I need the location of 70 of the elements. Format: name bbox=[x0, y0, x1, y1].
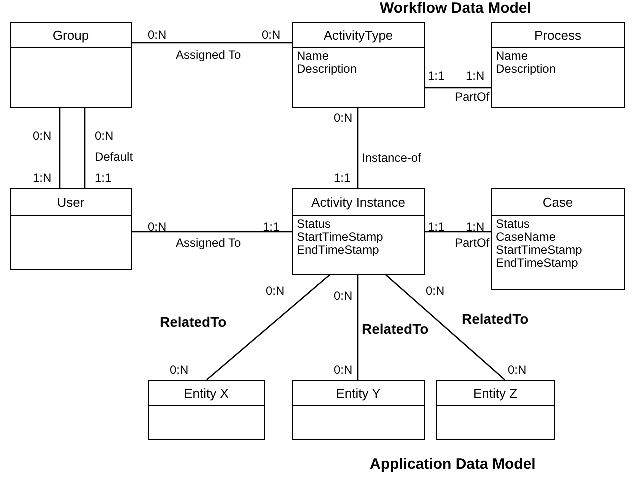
diagram-caption: Application Data Model bbox=[370, 456, 536, 473]
attribute-text: Description bbox=[297, 63, 358, 76]
cardinality-label: 0:N bbox=[334, 112, 353, 125]
cardinality-label: 0:N bbox=[508, 364, 527, 377]
cardinality-label: 0:N bbox=[170, 364, 189, 377]
cardinality-label: 0:N bbox=[426, 285, 445, 298]
attribute-text: Name bbox=[297, 50, 330, 63]
edge-label: Default bbox=[95, 151, 134, 164]
cardinality-label: 0:N bbox=[33, 130, 52, 143]
edge-label: Assigned To bbox=[176, 237, 242, 250]
connector-line bbox=[84, 108, 86, 188]
class-box bbox=[292, 380, 425, 440]
connector-line bbox=[206, 274, 330, 380]
class-box bbox=[292, 22, 425, 108]
cardinality-label: 0:N bbox=[334, 290, 353, 303]
edge-label: Instance-of bbox=[362, 152, 422, 165]
edge-label: RelatedTo bbox=[362, 323, 429, 336]
cardinality-label: 0:N bbox=[95, 130, 114, 143]
connector-line bbox=[386, 274, 506, 380]
connector-line bbox=[357, 108, 359, 188]
cardinality-label: 0:N bbox=[262, 29, 281, 42]
class-name: User bbox=[57, 194, 85, 210]
class-box bbox=[10, 22, 132, 108]
connector-line bbox=[59, 108, 61, 188]
cardinality-label: 1:N bbox=[466, 221, 485, 234]
attribute-text: EndTimeStamp bbox=[496, 257, 578, 270]
connector-line bbox=[425, 87, 491, 89]
cardinality-label: 1:1 bbox=[428, 221, 445, 234]
class-name: Case bbox=[542, 194, 574, 210]
class-name: Group bbox=[52, 28, 90, 42]
class-name: Process bbox=[534, 28, 582, 42]
edge-label: PartOf bbox=[455, 91, 490, 104]
class-box bbox=[10, 188, 132, 270]
class-name: Entity Z bbox=[473, 386, 518, 400]
cardinality-label: 0:N bbox=[334, 364, 353, 377]
edge-label: Assigned To bbox=[176, 49, 242, 62]
cardinality-label: 1:1 bbox=[95, 172, 112, 185]
cardinality-label: 0:N bbox=[148, 221, 167, 234]
attribute-text: Status bbox=[297, 218, 332, 231]
attribute-text: CaseName bbox=[496, 231, 558, 244]
cardinality-label: 1:1 bbox=[428, 70, 445, 83]
class-box bbox=[491, 22, 625, 108]
edge-label: RelatedTo bbox=[462, 313, 529, 326]
class-box bbox=[148, 380, 265, 440]
cardinality-label: 1:1 bbox=[263, 221, 280, 234]
attribute-text: StartTimeStamp bbox=[297, 231, 384, 244]
class-box bbox=[491, 188, 625, 290]
attribute-text: Description bbox=[496, 63, 558, 76]
attribute-text: StartTimeStamp bbox=[496, 244, 584, 257]
attribute-text: Name bbox=[496, 50, 530, 63]
cardinality-label: 1:1 bbox=[334, 172, 351, 185]
attribute-text: Status bbox=[496, 218, 532, 231]
class-box bbox=[436, 380, 555, 440]
class-name: Activity Instance bbox=[312, 194, 406, 210]
connector-line bbox=[357, 275, 359, 380]
class-box bbox=[292, 188, 425, 275]
diagram-title: Workflow Data Model bbox=[380, 0, 532, 17]
connector-line bbox=[425, 231, 491, 233]
class-name: Entity Y bbox=[336, 386, 381, 400]
cardinality-label: 0:N bbox=[148, 29, 167, 42]
connector-line bbox=[132, 231, 292, 233]
cardinality-label: 0:N bbox=[266, 285, 285, 298]
class-name: Entity X bbox=[184, 386, 229, 400]
edge-label: PartOf bbox=[455, 237, 490, 250]
cardinality-label: 1:N bbox=[466, 70, 485, 83]
class-name: ActivityType bbox=[324, 28, 394, 42]
cardinality-label: 1:N bbox=[33, 172, 52, 185]
connector-line bbox=[132, 42, 292, 44]
edge-label: RelatedTo bbox=[160, 316, 227, 329]
attribute-text: EndTimeStamp bbox=[297, 244, 380, 257]
